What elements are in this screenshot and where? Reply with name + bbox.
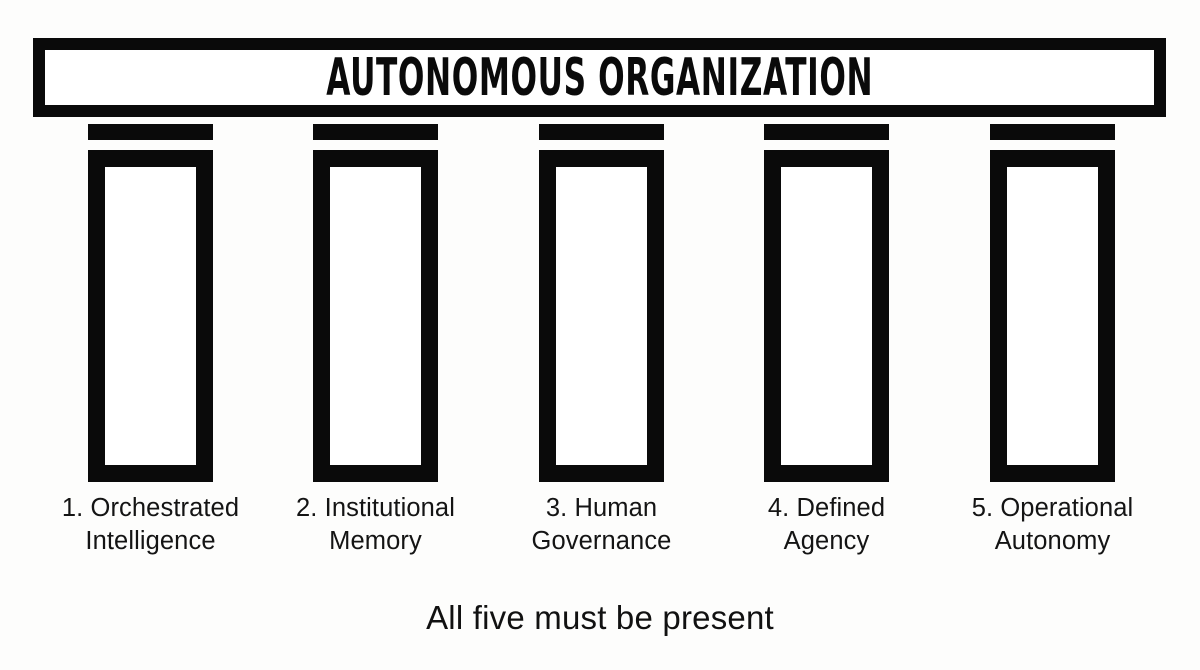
- pillar-3-label-line1: 3. Human: [545, 494, 658, 522]
- footer-caption: All five must be present: [426, 599, 774, 636]
- pillar-1-capital: [88, 124, 213, 140]
- pillar-4-label-line2: Agency: [783, 527, 870, 555]
- pillar-1-label-line1: 1. Orchestrated: [61, 494, 240, 522]
- pillar-5-label-line1: 5. Operational: [971, 494, 1134, 522]
- pillar-2-capital: [313, 124, 438, 140]
- page-title: AUTONOMOUS ORGANIZATION: [326, 47, 873, 108]
- pillar-5-label-line2: Autonomy: [994, 527, 1111, 555]
- pillar-2-label-line2: Memory: [329, 527, 422, 555]
- pillar-4-label: 4. Defined Agency: [720, 492, 933, 558]
- pillar-3-shaft: [539, 150, 664, 482]
- pillar-2-label-line1: 2. Institutional: [296, 494, 455, 522]
- pillar-3-label-line2: Governance: [531, 527, 672, 555]
- pillar-2-shaft: [313, 150, 438, 482]
- pillar-4-shaft: [764, 150, 889, 482]
- pillar-5-shaft: [990, 150, 1115, 482]
- pillar-3-label: 3. Human Governance: [495, 492, 708, 558]
- pillar-2-label: 2. Institutional Memory: [269, 492, 482, 558]
- pillar-1-label-line2: Intelligence: [85, 527, 216, 555]
- pillar-1-shaft: [88, 150, 213, 482]
- pillar-5-capital: [990, 124, 1115, 140]
- pillar-3-capital: [539, 124, 664, 140]
- pillar-4-capital: [764, 124, 889, 140]
- pillar-5-label: 5. Operational Autonomy: [946, 492, 1159, 558]
- pillar-1-label: 1. Orchestrated Intelligence: [44, 492, 257, 558]
- entablature-beam: AUTONOMOUS ORGANIZATION: [33, 38, 1166, 117]
- pillar-4-label-line1: 4. Defined: [767, 494, 886, 522]
